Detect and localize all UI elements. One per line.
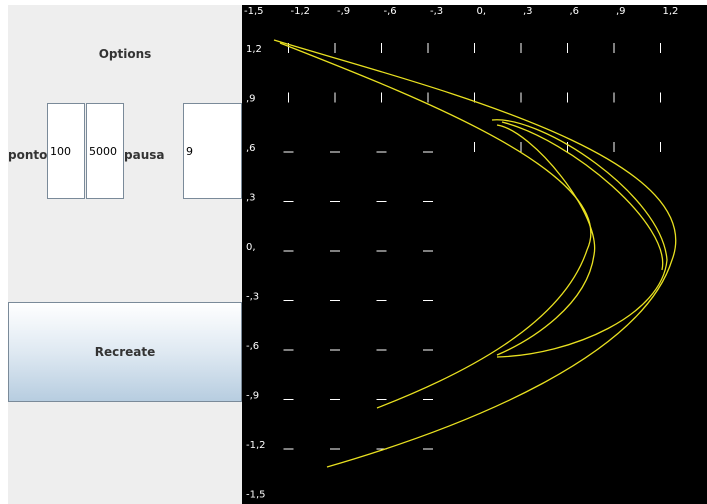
y-tick-label: ,3 bbox=[246, 193, 256, 204]
plot-canvas[interactable]: -1,5 -1,2 -,9 -,6 -,3 0, ,3 ,6 ,9 1,2 1,2 ,9 ,6 ,3 0, -… bbox=[242, 5, 707, 504]
attractor-curve bbox=[491, 119, 668, 358]
plot-svg: -1,5 -1,2 -,9 -,6 -,3 0, ,3 ,6 ,9 1,2 1,2 ,9 ,6 ,3 0, -… bbox=[242, 5, 707, 504]
x-tick-label: 1,2 bbox=[663, 6, 679, 17]
attractor-curves bbox=[273, 39, 677, 468]
pausa-label: pausa bbox=[124, 148, 165, 162]
iterations-field[interactable]: 5000 bbox=[86, 103, 124, 199]
y-tick-label: 0, bbox=[246, 242, 256, 253]
pontos-label: pontos bbox=[8, 148, 55, 162]
y-tick-label: 1,2 bbox=[246, 44, 262, 55]
pontos-field[interactable]: 100 bbox=[47, 103, 85, 199]
y-tick-label: -1,2 bbox=[246, 440, 266, 451]
x-tick-label: ,9 bbox=[616, 6, 626, 17]
y-tick-label: -1,5 bbox=[246, 490, 266, 501]
x-tick-label: ,3 bbox=[523, 6, 533, 17]
y-tick-label: ,9 bbox=[246, 94, 256, 105]
x-tick-label: ,6 bbox=[570, 6, 580, 17]
x-tick-label: -,3 bbox=[430, 6, 443, 17]
attractor-curve bbox=[273, 39, 677, 468]
pausa-field[interactable]: 9 bbox=[183, 103, 242, 199]
tick-grid bbox=[283, 43, 661, 450]
options-panel: Options pontos 100 5000 pausa 9 Recreate bbox=[8, 5, 242, 504]
attractor-curve bbox=[279, 42, 592, 409]
x-tick-label: -1,2 bbox=[291, 6, 311, 17]
attractor-curve bbox=[496, 124, 596, 356]
y-tick-label: ,6 bbox=[246, 143, 256, 154]
recreate-button[interactable]: Recreate bbox=[8, 302, 242, 402]
x-tick-label: -1,5 bbox=[244, 6, 264, 17]
x-tick-label: 0, bbox=[477, 6, 487, 17]
options-title: Options bbox=[98, 47, 152, 61]
y-tick-label: -,3 bbox=[246, 292, 259, 303]
attractor-curve bbox=[501, 121, 664, 271]
y-tick-label: -,6 bbox=[246, 341, 259, 352]
x-tick-label: -,6 bbox=[384, 6, 397, 17]
y-tick-label: -,9 bbox=[246, 391, 259, 402]
tick-labels: -1,5 -1,2 -,9 -,6 -,3 0, ,3 ,6 ,9 1,2 1,2 ,9 ,6 ,3 0, -… bbox=[244, 6, 678, 501]
x-tick-label: -,9 bbox=[337, 6, 350, 17]
